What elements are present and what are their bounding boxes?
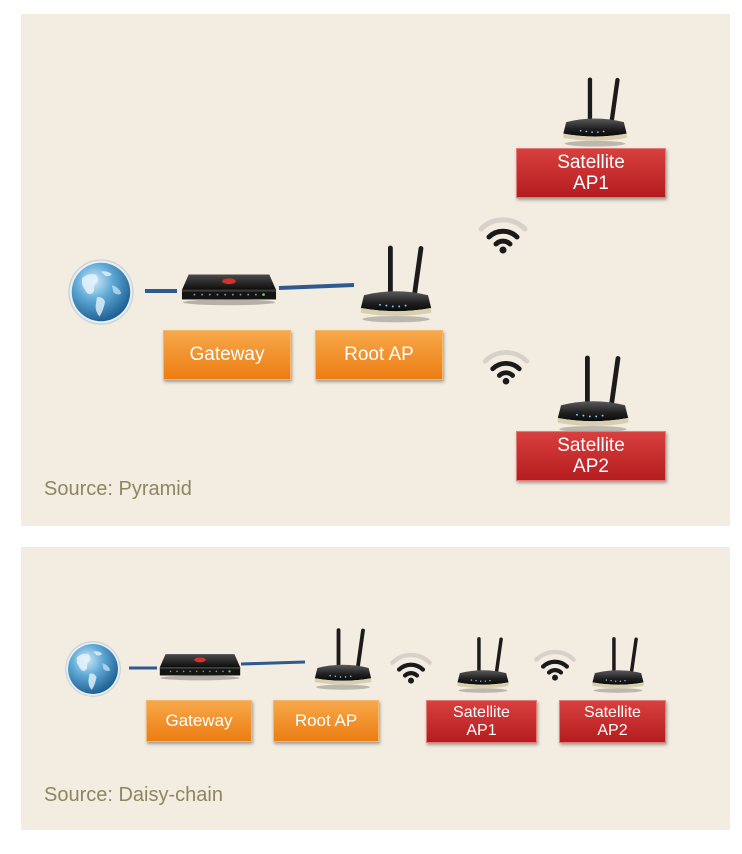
globe-icon: [64, 640, 122, 698]
daisy-chain-panel: Gateway Root AP Satellite AP1 Satellite …: [21, 547, 730, 830]
gateway-label: Gateway: [146, 700, 252, 742]
wifi-signal-icon: [389, 650, 433, 684]
cable-links: [129, 660, 306, 670]
wifi-signal-icon: [481, 347, 531, 385]
access-point-icon: [559, 76, 631, 148]
satellite-ap1-label: Satellite AP1: [516, 148, 666, 198]
network-cable: [278, 283, 355, 290]
satellite-ap1-label: Satellite AP1: [426, 700, 537, 743]
access-point-icon: [454, 636, 512, 694]
source-caption: Source: Pyramid: [44, 478, 192, 500]
root-ap-label: Root AP: [315, 330, 443, 380]
wifi-signal-icon: [533, 647, 577, 681]
access-point-icon: [311, 627, 375, 691]
pyramid-panel: Gateway Root AP Satellite AP1 Satellite …: [21, 14, 730, 526]
network-cable: [240, 660, 306, 666]
access-point-icon: [553, 354, 633, 434]
satellite-ap2-label: Satellite AP2: [559, 700, 666, 743]
gateway-label: Gateway: [163, 330, 291, 380]
cable-links: [145, 283, 355, 293]
access-point-icon: [589, 636, 647, 694]
gateway-router-icon: [181, 266, 277, 306]
access-point-icon: [356, 244, 436, 324]
satellite-ap2-label: Satellite AP2: [516, 431, 666, 481]
wifi-signal-icon: [477, 214, 529, 254]
source-caption: Source: Daisy-chain: [44, 784, 223, 806]
root-ap-label: Root AP: [273, 700, 379, 742]
gateway-router-icon: [159, 647, 241, 681]
globe-icon: [67, 258, 135, 326]
